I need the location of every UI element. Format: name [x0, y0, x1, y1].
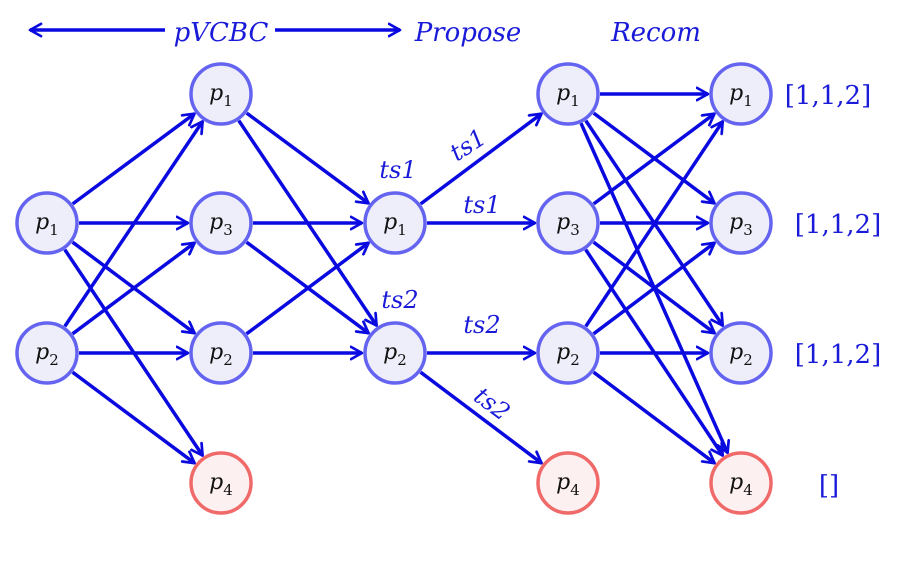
edge-c2-p2-to-c3-p4 [419, 370, 542, 465]
header-pvcbc: pVCBC [174, 18, 269, 48]
node-c4-p2-base: p [729, 340, 743, 365]
node-c4-p3: p3 [709, 191, 773, 255]
node-c1-p3-base: p [209, 210, 223, 235]
node-c2-p2-base: p [383, 340, 397, 365]
label-ts1-upper: ts1 [445, 123, 491, 167]
node-c1-p1: p1 [189, 62, 253, 126]
edge-c3-p2-to-c4-p3 [592, 241, 715, 336]
node-c3-p4-sub: 4 [570, 481, 580, 499]
edge-c0-p2-to-c1-p3 [71, 241, 195, 336]
node-c3-p1-sub: 1 [570, 92, 580, 110]
svg-text:p3: p3 [209, 210, 233, 239]
edge-c0-p2-to-c1-p4 [71, 370, 195, 465]
label-ts2-mid: ts2 [463, 311, 500, 339]
node-c1-p3: p3 [189, 191, 253, 255]
svg-text:p2: p2 [35, 340, 59, 369]
node-c0-p2-base: p [35, 340, 49, 365]
node-c1-p1-base: p [209, 81, 223, 106]
node-c4-p1-base: p [729, 81, 743, 106]
node-c0-p2: p2 [15, 321, 79, 385]
svg-text:p2: p2 [209, 340, 233, 369]
node-c4-p1: p1 [709, 62, 773, 126]
node-c3-p3-sub: 3 [570, 221, 580, 239]
edge-c1-p2-to-c2-p1 [245, 241, 369, 336]
value-p1: [1,1,2] [785, 81, 871, 111]
svg-text:p2: p2 [383, 340, 407, 369]
label-ts1-mid: ts1 [463, 191, 500, 219]
edge-c3-p2-to-c4-p4 [592, 370, 715, 465]
node-c3-p1: p1 [536, 62, 600, 126]
value-p4: [] [819, 471, 839, 501]
value-p2: [1,1,2] [795, 340, 881, 370]
label-ts2-node: ts2 [381, 286, 418, 314]
value-layer: [1,1,2] [1,1,2] [1,1,2] [] [785, 81, 881, 501]
node-c4-p4: p4 [709, 451, 773, 515]
node-c3-p3-base: p [556, 210, 570, 235]
node-c0-p1-sub: 1 [49, 221, 59, 239]
svg-text:p1: p1 [35, 210, 59, 239]
label-ts2-lower: ts2 [469, 382, 516, 427]
svg-text:p4: p4 [729, 470, 753, 499]
node-c4-p1-sub: 1 [743, 92, 753, 110]
svg-text:p3: p3 [729, 210, 753, 239]
edge-c0-p2-to-c1-p1 [63, 121, 205, 328]
node-c3-p2-base: p [556, 340, 570, 365]
phase-header: pVCBC Propose Recom [30, 18, 701, 48]
node-c1-p3-sub: 3 [223, 221, 233, 239]
svg-text:p1: p1 [383, 210, 407, 239]
node-c2-p1: p1 [363, 191, 427, 255]
node-c3-p4-base: p [556, 470, 570, 495]
node-c4-p4-sub: 4 [743, 481, 753, 499]
node-c3-p2-sub: 2 [570, 351, 580, 369]
node-c1-p2: p2 [189, 321, 253, 385]
edge-c1-p1-to-c2-p1 [245, 111, 369, 205]
node-c3-p4: p4 [536, 451, 600, 515]
node-c3-p1-base: p [556, 81, 570, 106]
edge-c2-p1-to-c3-p1 [419, 112, 542, 206]
node-c0-p1-base: p [35, 210, 49, 235]
node-c0-p2-sub: 2 [49, 351, 59, 369]
edge-c0-p1-to-c1-p1 [71, 112, 195, 206]
node-c4-p3-base: p [729, 210, 743, 235]
node-c2-p1-sub: 1 [397, 221, 407, 239]
node-c2-p1-base: p [383, 210, 397, 235]
header-recom: Recom [610, 18, 701, 48]
node-c2-p2: p2 [363, 321, 427, 385]
svg-text:p1: p1 [209, 81, 233, 110]
edge-layer [63, 94, 728, 465]
node-c1-p4: p4 [189, 451, 253, 515]
node-c4-p4-base: p [729, 470, 743, 495]
svg-text:p4: p4 [556, 470, 580, 499]
svg-text:p1: p1 [729, 81, 753, 110]
node-c4-p3-sub: 3 [743, 221, 753, 239]
svg-text:p4: p4 [209, 470, 233, 499]
node-c0-p1: p1 [15, 191, 79, 255]
edge-c3-p3-to-c4-p1 [592, 112, 715, 206]
node-layer: p1 p2 p1 p3 p2 p4 p1 p2 [15, 62, 773, 515]
node-c2-p2-sub: 2 [397, 351, 407, 369]
node-c4-p2: p2 [709, 321, 773, 385]
header-propose: Propose [414, 18, 522, 48]
label-ts1-node: ts1 [379, 156, 416, 184]
node-c1-p1-sub: 1 [223, 92, 233, 110]
node-c1-p4-base: p [209, 470, 223, 495]
node-c1-p4-sub: 4 [223, 481, 233, 499]
svg-text:p3: p3 [556, 210, 580, 239]
svg-text:p1: p1 [556, 81, 580, 110]
node-c3-p2: p2 [536, 321, 600, 385]
svg-text:p2: p2 [556, 340, 580, 369]
node-c3-p3: p3 [536, 191, 600, 255]
svg-text:p2: p2 [729, 340, 753, 369]
value-p3: [1,1,2] [795, 210, 881, 240]
node-c4-p2-sub: 2 [743, 351, 753, 369]
node-c1-p2-base: p [209, 340, 223, 365]
node-c1-p2-sub: 2 [223, 351, 233, 369]
edge-c3-p2-to-c4-p1 [584, 121, 725, 328]
